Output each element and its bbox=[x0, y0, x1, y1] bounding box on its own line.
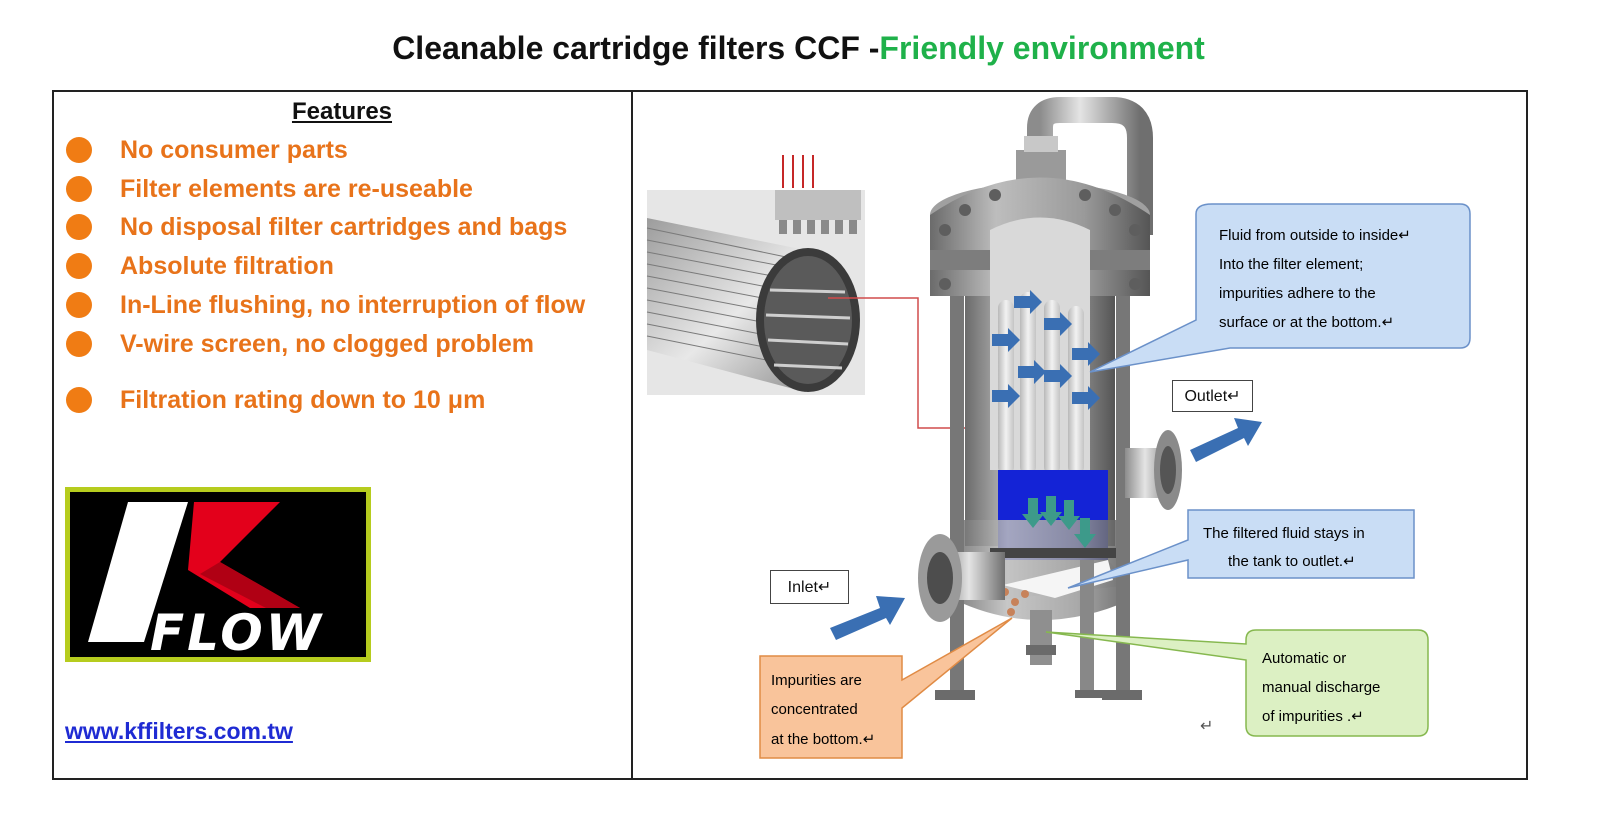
feature-item: Absolute filtration bbox=[66, 249, 334, 283]
bullet-icon bbox=[66, 331, 92, 357]
feature-item: Filtration rating down to 10 μm bbox=[66, 383, 485, 417]
feature-item: No consumer parts bbox=[66, 133, 348, 167]
feature-text: Absolute filtration bbox=[120, 251, 334, 280]
bullet-icon bbox=[66, 292, 92, 318]
page-title: Cleanable cartridge filters CCF -Friendl… bbox=[0, 30, 1597, 67]
k-mark-icon bbox=[88, 502, 300, 642]
bullet-icon bbox=[66, 253, 92, 279]
title-main: Cleanable cartridge filters CCF - bbox=[392, 30, 880, 66]
callout-filtered-line: the tank to outlet.↵ bbox=[1228, 553, 1356, 570]
bullet-icon bbox=[66, 387, 92, 413]
inlet-label: Inlet↵ bbox=[770, 570, 849, 604]
column-divider bbox=[631, 90, 633, 780]
outlet-label: Outlet↵ bbox=[1172, 380, 1253, 412]
callout-fluid-line: Fluid from outside to inside↵ bbox=[1219, 227, 1411, 244]
feature-text: In-Line flushing, no interruption of flo… bbox=[120, 290, 586, 319]
filter-housing bbox=[918, 97, 1182, 700]
vwire-screen-image bbox=[646, 155, 865, 395]
kflow-logo bbox=[65, 487, 371, 662]
bullet-icon bbox=[66, 137, 92, 163]
down-arrows bbox=[1022, 496, 1096, 548]
callout-fluid: Fluid from outside to inside↵ Into the f… bbox=[1089, 203, 1471, 373]
flow-arrows bbox=[992, 290, 1100, 410]
callout-filtered: The filtered fluid stays in the tank to … bbox=[1067, 509, 1415, 589]
inlet-arrow bbox=[830, 596, 905, 640]
feature-text: No disposal filter cartridges and bags bbox=[120, 212, 568, 241]
title-highlight: Friendly environment bbox=[879, 30, 1205, 66]
callout-impurities-line: concentrated bbox=[771, 701, 858, 718]
logo-text: FLOW bbox=[150, 604, 324, 662]
feature-text: V-wire screen, no clogged problem bbox=[120, 329, 534, 358]
website-link[interactable]: www.kffilters.com.tw bbox=[65, 718, 293, 744]
callout-fluid-line: impurities adhere to the bbox=[1219, 285, 1376, 302]
feature-item: No disposal filter cartridges and bags bbox=[66, 210, 567, 244]
feature-item: In-Line flushing, no interruption of flo… bbox=[66, 288, 585, 322]
callout-fluid-line: Into the filter element; bbox=[1219, 256, 1363, 273]
callout-filtered-line: The filtered fluid stays in bbox=[1203, 525, 1365, 542]
callout-discharge: Automatic or manual discharge of impurit… bbox=[1045, 629, 1429, 737]
bullet-icon bbox=[66, 214, 92, 240]
logo-background bbox=[70, 492, 366, 657]
feature-text: Filtration rating down to 10 μm bbox=[120, 385, 486, 414]
content-frame bbox=[52, 90, 1528, 780]
bullet-icon bbox=[66, 176, 92, 202]
paragraph-mark: ↵ bbox=[1200, 718, 1214, 735]
feature-text: Filter elements are re-useable bbox=[120, 174, 473, 203]
callout-discharge-line: manual discharge bbox=[1262, 679, 1380, 696]
callout-impurities-line: Impurities are bbox=[771, 672, 862, 689]
feature-text: No consumer parts bbox=[120, 135, 348, 164]
callout-impurities-line: at the bottom.↵ bbox=[771, 731, 875, 748]
callout-discharge-line: of impurities .↵ bbox=[1262, 708, 1364, 725]
callout-fluid-line: surface or at the bottom.↵ bbox=[1219, 314, 1394, 331]
features-heading: Features bbox=[291, 98, 393, 125]
callout-discharge-line: Automatic or bbox=[1262, 650, 1346, 667]
feature-item: Filter elements are re-useable bbox=[66, 172, 473, 206]
outlet-arrow bbox=[1190, 418, 1262, 462]
feature-item: V-wire screen, no clogged problem bbox=[66, 327, 534, 361]
callout-impurities: Impurities are concentrated at the botto… bbox=[759, 617, 1013, 759]
